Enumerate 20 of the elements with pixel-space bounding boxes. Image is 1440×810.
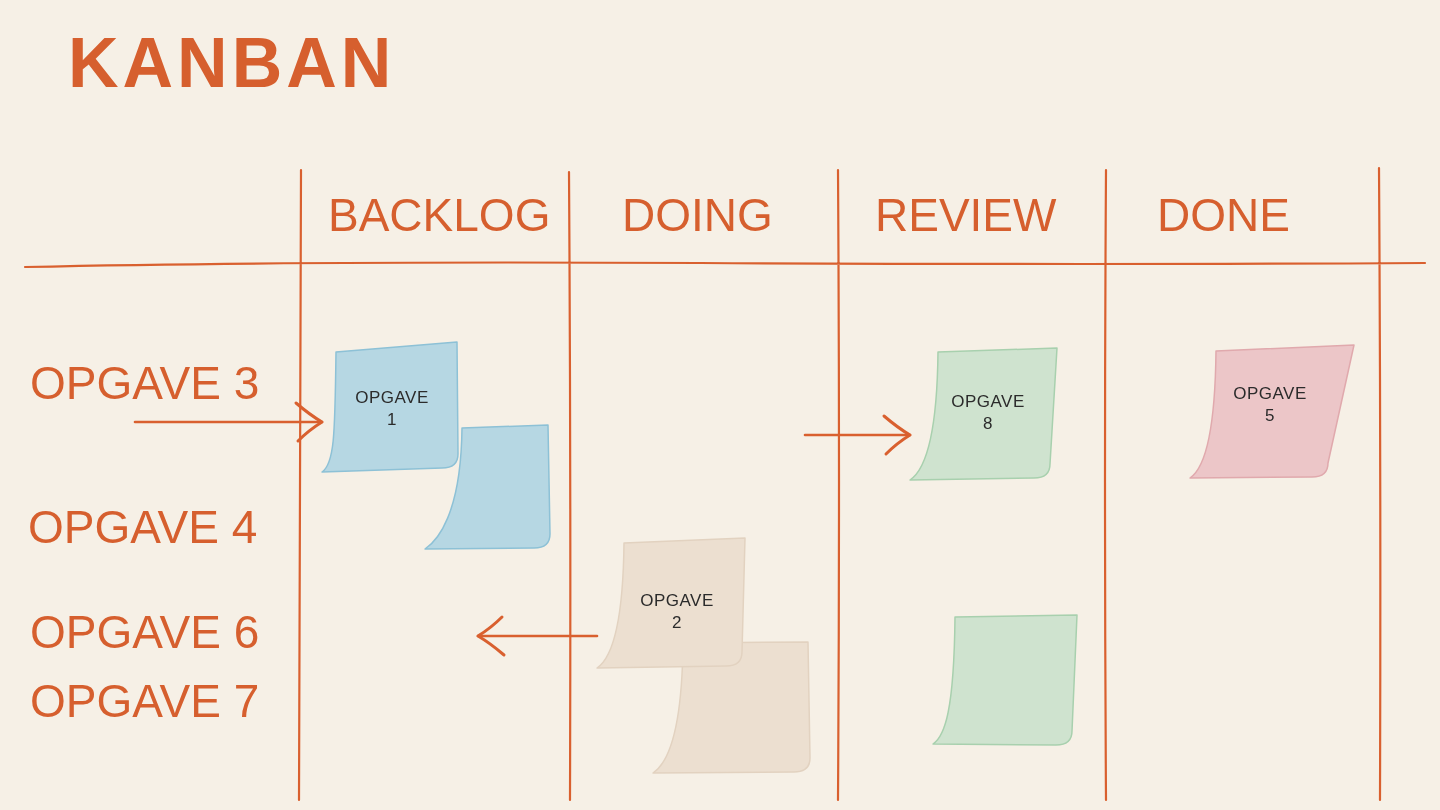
column-header: BACKLOG xyxy=(328,192,551,238)
sticky-note xyxy=(425,425,550,549)
row-label: OPGAVE 4 xyxy=(28,504,258,550)
row-label: OPGAVE 7 xyxy=(30,678,260,724)
task-label: OPGAVE 1 xyxy=(355,386,429,431)
sticky-note xyxy=(653,642,810,773)
task-label: OPGAVE 5 xyxy=(1233,382,1307,427)
sticky-note xyxy=(1190,345,1354,478)
task-label: OPGAVE 2 xyxy=(640,589,714,634)
column-header: REVIEW xyxy=(875,192,1057,238)
column-header: DONE xyxy=(1157,192,1290,238)
row-label: OPGAVE 6 xyxy=(30,609,260,655)
sticky-note xyxy=(322,342,458,472)
task-label: OPGAVE 8 xyxy=(951,390,1025,435)
sticky-note xyxy=(597,538,745,668)
column-header: DOING xyxy=(622,192,773,238)
sticky-note xyxy=(933,615,1077,745)
sticky-note xyxy=(910,348,1057,480)
row-label: OPGAVE 3 xyxy=(30,360,260,406)
title: KANBAN xyxy=(68,28,396,98)
